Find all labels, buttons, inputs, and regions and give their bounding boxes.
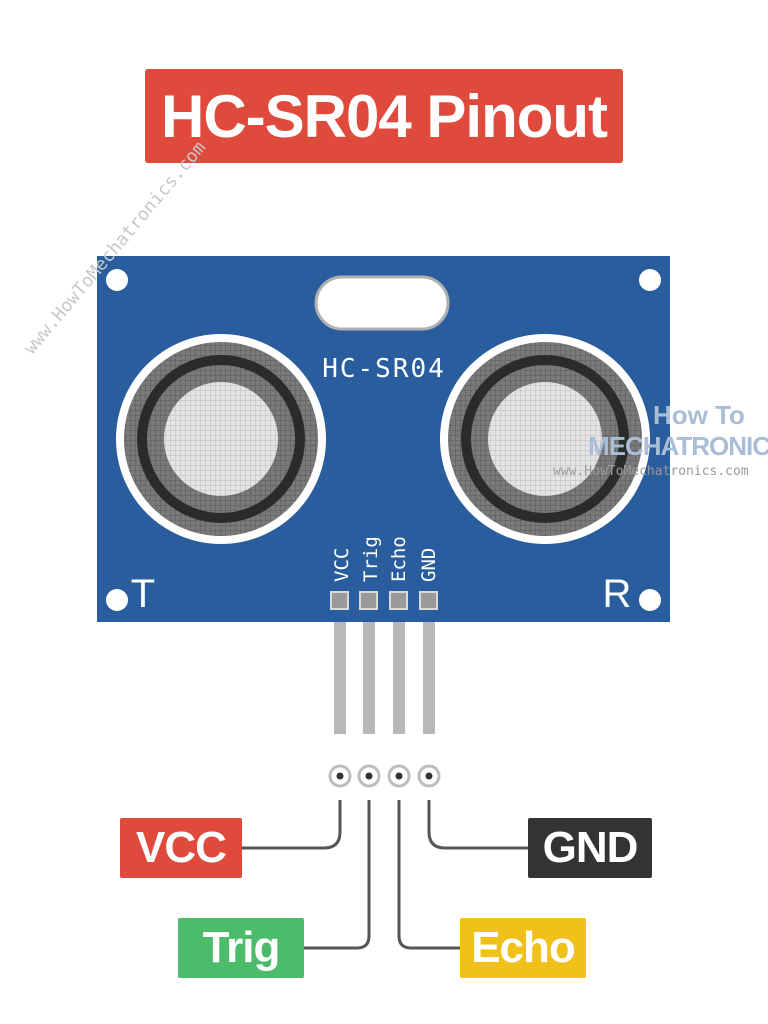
- pin-gnd: [423, 622, 435, 734]
- transmitter: [116, 334, 326, 544]
- pin-trig: [363, 622, 375, 734]
- mount-hole-bottom-left: [106, 589, 128, 611]
- echo-label-text: Echo: [471, 923, 576, 972]
- mount-hole-top-left: [106, 269, 128, 291]
- echo-label: Echo: [460, 918, 586, 978]
- vcc-label: VCC: [120, 818, 242, 878]
- terminal-trig-dot: [365, 772, 373, 780]
- title-banner: HC-SR04 Pinout: [145, 69, 623, 163]
- page-title: HC-SR04 Pinout: [160, 82, 608, 150]
- pad-vcc: [330, 591, 349, 610]
- watermark-brand-url: www.HowToMechatronics.com: [553, 464, 749, 479]
- transmitter-mesh-core: [164, 382, 278, 496]
- watermark-brand-line2: MECHATRONICS: [588, 431, 768, 461]
- pad-echo: [389, 591, 408, 610]
- pad-gnd: [419, 591, 438, 610]
- watermark-brand-line1: How To: [653, 400, 745, 430]
- gnd-label: GND: [528, 818, 652, 878]
- watermark-brand: How To MECHATRONICS www.HowToMechatronic…: [553, 400, 768, 479]
- leader-vcc: [242, 800, 342, 850]
- leader-lines: [242, 800, 528, 950]
- receiver-label: R: [603, 572, 632, 616]
- pin-terminals: [328, 764, 441, 788]
- mount-hole-top-right: [639, 269, 661, 291]
- leader-echo: [397, 800, 460, 950]
- pin-echo: [393, 622, 405, 734]
- leader-gnd: [427, 800, 528, 850]
- silk-pin-gnd: GND: [418, 548, 440, 582]
- header-pins: [334, 622, 435, 734]
- terminal-gnd-dot: [425, 772, 433, 780]
- terminal-echo-dot: [395, 772, 403, 780]
- gnd-label-text: GND: [542, 823, 639, 872]
- silk-pin-echo: Echo: [388, 536, 410, 582]
- vcc-label-text: VCC: [136, 823, 227, 872]
- crystal-oscillator: [314, 275, 450, 331]
- trig-label: Trig: [178, 918, 304, 978]
- trig-label-text: Trig: [202, 923, 281, 972]
- pad-trig: [359, 591, 378, 610]
- leader-trig: [304, 800, 371, 950]
- terminal-vcc-dot: [336, 772, 344, 780]
- board-model-label: HC-SR04: [322, 354, 446, 384]
- mount-hole-bottom-right: [639, 589, 661, 611]
- receiver-mesh-core: [488, 382, 602, 496]
- silk-pin-trig: Trig: [360, 536, 382, 582]
- pin-vcc: [334, 622, 346, 734]
- pcb-board: HC-SR04 T R VCC Trig Echo GND: [97, 256, 670, 622]
- transmitter-label: T: [131, 572, 155, 616]
- silk-pin-vcc: VCC: [331, 548, 353, 582]
- receiver: [440, 334, 650, 544]
